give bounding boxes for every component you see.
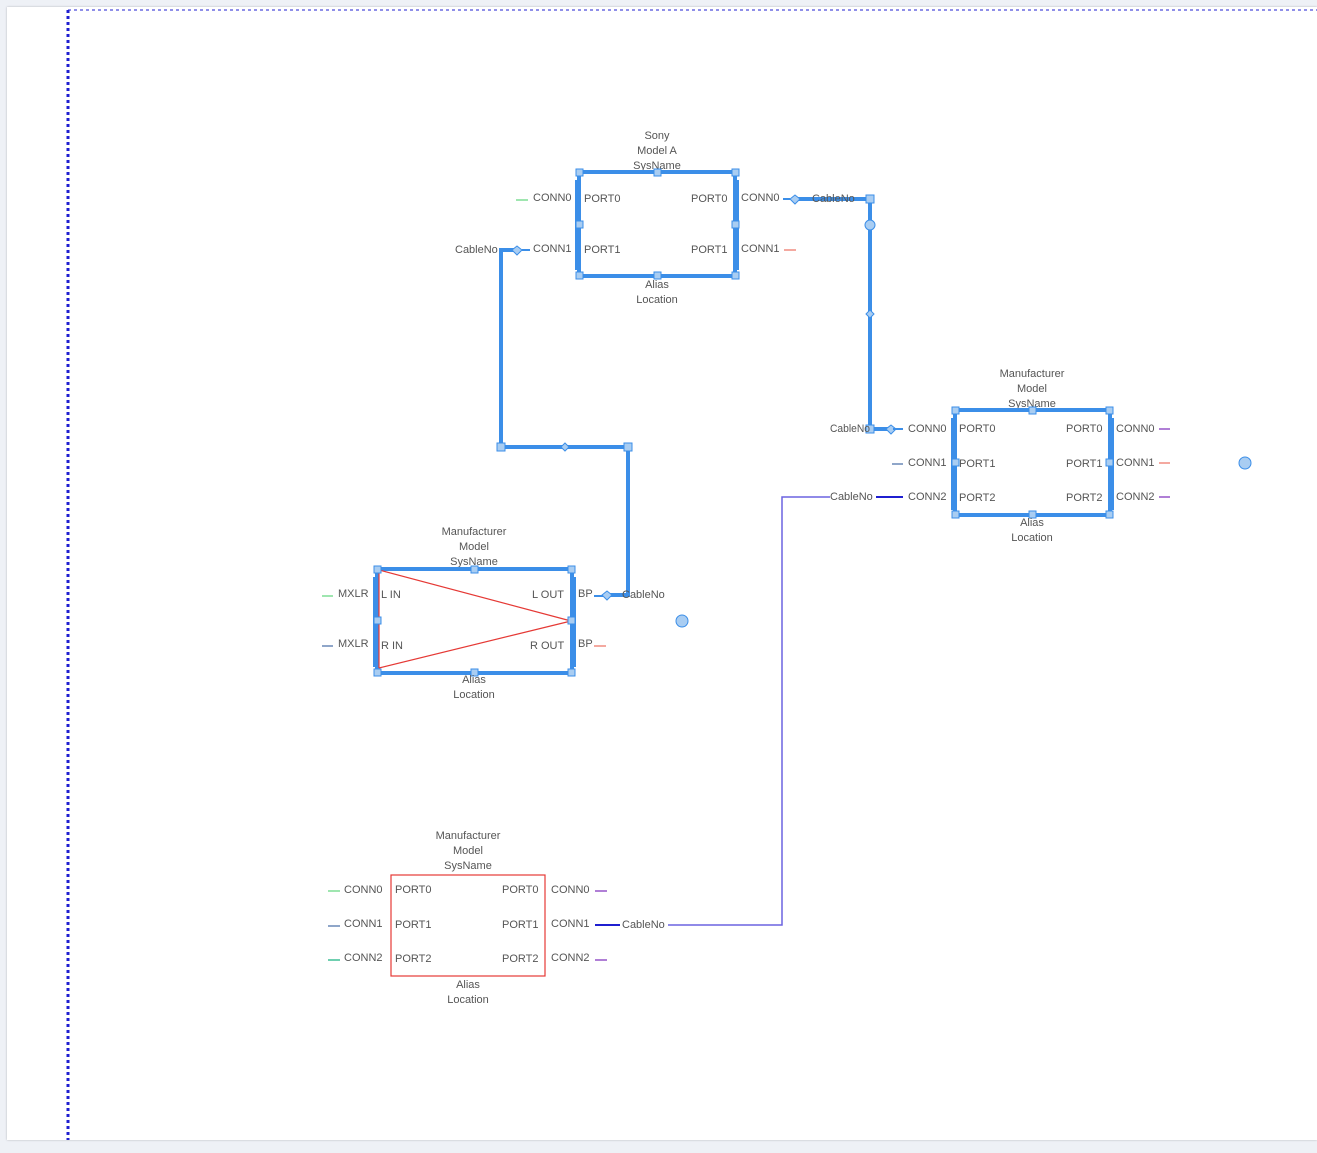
connector-label: CONN1 — [344, 918, 383, 930]
connector-label: CONN2 — [908, 491, 947, 503]
device-sony[interactable]: Sony Model A SysName CONN0 PORT0 CONN1 P… — [516, 130, 796, 306]
page-border — [66, 9, 1317, 1140]
port-label: PORT2 — [1066, 492, 1102, 504]
cable-label: CableNo — [830, 491, 873, 503]
port-label: R IN — [381, 640, 403, 652]
device-mixer[interactable]: Manufacturer Model SysName MXLR L IN MXL… — [322, 526, 606, 701]
port-label: R OUT — [530, 640, 565, 652]
cable-label: CableNo — [812, 193, 855, 205]
connector-label: CONN2 — [1116, 491, 1155, 503]
diagram-canvas[interactable]: CableNo CableNo CableNo CableNo CableNo … — [7, 7, 1317, 1140]
port-label: PORT1 — [502, 919, 538, 931]
device-body[interactable] — [375, 567, 574, 675]
device-location: Location — [636, 294, 678, 306]
port-label: PORT0 — [584, 193, 620, 205]
port-label: PORT1 — [959, 458, 995, 470]
cable-label: CableNo — [455, 244, 498, 256]
connector-label: CONN1 — [533, 243, 572, 255]
connector-label: MXLR — [338, 638, 369, 650]
port-label: PORT1 — [1066, 458, 1102, 470]
device-location: Location — [453, 689, 495, 701]
diagram-svg: CableNo CableNo CableNo CableNo CableNo … — [66, 9, 1317, 1140]
connector-label: CONN0 — [1116, 423, 1155, 435]
free-connector-point[interactable] — [1238, 456, 1252, 470]
connector-label: CONN1 — [908, 457, 947, 469]
connector-label: CONN1 — [1116, 457, 1155, 469]
device-sysname: SysName — [1008, 398, 1056, 410]
device-model: Model A — [637, 145, 677, 157]
port-label: PORT0 — [691, 193, 727, 205]
connector-label: CONN1 — [741, 243, 780, 255]
device-location: Location — [1011, 532, 1053, 544]
device-body[interactable] — [577, 170, 737, 278]
cable-label: CableNo — [622, 589, 665, 601]
cable-end-handle[interactable] — [885, 424, 897, 435]
device-model: Model — [459, 541, 489, 553]
device-sysname: SysName — [633, 160, 681, 172]
cable-label: CableNo — [622, 919, 665, 931]
device-manufacturer-right[interactable]: Manufacturer Model SysName CONN0 PORT0 C… — [876, 368, 1170, 544]
cable-bend-handle[interactable] — [864, 219, 876, 231]
device-manufacturer: Sony — [644, 130, 670, 142]
connector-label: BP — [578, 638, 593, 650]
connector-label: CONN0 — [741, 192, 780, 204]
connector-label: CONN2 — [344, 952, 383, 964]
cable-bottom-to-right-device[interactable] — [668, 496, 830, 926]
device-model: Model — [1017, 383, 1047, 395]
port-label: PORT2 — [502, 953, 538, 965]
connector-label: CONN2 — [551, 952, 590, 964]
device-alias: Alias — [456, 979, 480, 991]
resize-handles[interactable] — [373, 565, 576, 677]
connector-label: CONN1 — [551, 918, 590, 930]
cable-handle[interactable] — [496, 442, 506, 452]
cable-midpoint-handle[interactable] — [865, 309, 875, 319]
port-label: PORT1 — [691, 244, 727, 256]
device-alias: Alias — [1020, 517, 1044, 529]
device-model: Model — [453, 845, 483, 857]
device-manufacturer-bottom[interactable]: Manufacturer Model SysName CONN0 PORT0 C… — [328, 830, 620, 1006]
port-label: PORT0 — [502, 884, 538, 896]
device-alias: Alias — [462, 674, 486, 686]
port-label: PORT0 — [959, 423, 995, 435]
device-body[interactable] — [390, 874, 546, 977]
cable-handle[interactable] — [623, 442, 633, 452]
cable-sony-to-right-device[interactable] — [789, 194, 897, 435]
cable-end-handle[interactable] — [601, 590, 613, 601]
cable-label: CableNo — [830, 423, 870, 435]
port-label: PORT1 — [584, 244, 620, 256]
connector-label: BP — [578, 588, 593, 600]
connector-label: CONN0 — [344, 884, 383, 896]
port-label: PORT0 — [1066, 423, 1102, 435]
free-connector-point[interactable] — [675, 614, 689, 628]
cable-end-handle[interactable] — [511, 245, 523, 256]
cable-midpoint-handle[interactable] — [560, 442, 570, 452]
device-manufacturer: Manufacturer — [1000, 368, 1065, 380]
signal-flow-highlight — [378, 569, 572, 669]
port-label: PORT0 — [395, 884, 431, 896]
cable-handle[interactable] — [865, 424, 875, 434]
device-sysname: SysName — [444, 860, 492, 872]
port-label: L OUT — [532, 589, 564, 601]
device-alias: Alias — [645, 279, 669, 291]
cable-handle[interactable] — [865, 194, 875, 204]
device-manufacturer: Manufacturer — [436, 830, 501, 842]
connector-label: CONN0 — [551, 884, 590, 896]
port-label: L IN — [381, 589, 401, 601]
device-manufacturer: Manufacturer — [442, 526, 507, 538]
port-label: PORT2 — [959, 492, 995, 504]
resize-handles[interactable] — [951, 406, 1114, 519]
port-label: PORT2 — [395, 953, 431, 965]
cable-sony-to-mixer[interactable] — [496, 245, 633, 601]
port-label: PORT1 — [395, 919, 431, 931]
connector-label: CONN0 — [533, 192, 572, 204]
resize-handles[interactable] — [575, 168, 740, 280]
device-location: Location — [447, 994, 489, 1006]
connector-label: MXLR — [338, 588, 369, 600]
cable-end-handle[interactable] — [789, 194, 801, 205]
connector-label: CONN0 — [908, 423, 947, 435]
device-sysname: SysName — [450, 556, 498, 568]
